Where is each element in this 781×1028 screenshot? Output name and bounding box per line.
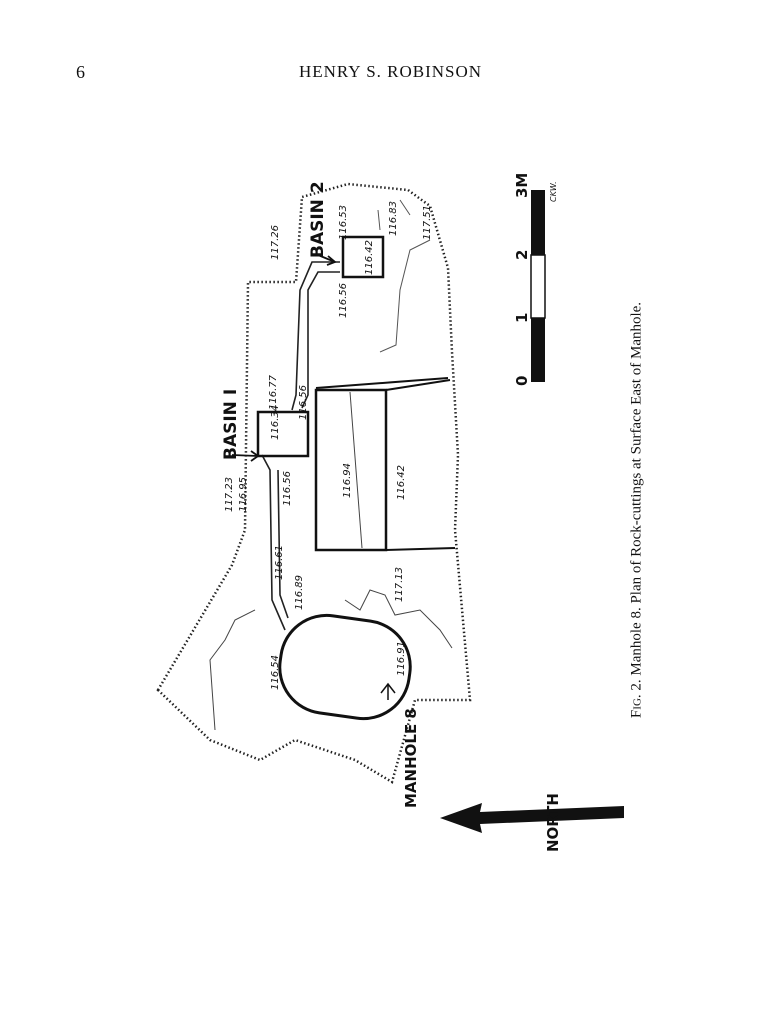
rectangular-cutting — [314, 388, 388, 552]
scale-tick-label: 0 — [513, 376, 531, 386]
elevation-label: 116.94 — [342, 463, 353, 498]
north-label: NORTH — [544, 793, 562, 852]
running-head: HENRY S. ROBINSON — [298, 62, 483, 81]
scale-segment-2-3 — [531, 190, 545, 255]
elevation-label: 116.53 — [338, 205, 349, 240]
basin-1 — [256, 410, 310, 458]
scale-tick-label: 2 — [513, 250, 531, 260]
rock-edge — [377, 199, 431, 353]
elevation-label: 117.23 — [224, 477, 235, 512]
elevation-label: 116.56 — [338, 283, 349, 318]
elevation-label: 116.89 — [294, 575, 305, 610]
drafter-initials: CKW. — [549, 181, 558, 202]
elevation-label: 116.61 — [274, 545, 285, 580]
basin-2 — [341, 235, 385, 279]
scale-segment-0-1 — [531, 318, 545, 382]
scale-segment-1-2 — [530, 254, 546, 319]
label-basin-1: BASIN I — [221, 389, 241, 460]
figure-number: Fig. 2. — [628, 679, 645, 719]
elevation-label: 117.13 — [394, 567, 405, 602]
elevation-label: 116.56 — [282, 471, 293, 506]
rock-cutting-boundary — [156, 182, 472, 784]
channel — [261, 261, 340, 631]
elevation-readings: 117.23 116.95 117.26 117.51 116.53 116.8… — [224, 201, 433, 690]
elevation-label: 117.26 — [270, 225, 281, 260]
scale-tick-label: 3M — [513, 173, 531, 198]
scale-bar: 0 1 2 3M CKW. — [513, 173, 558, 386]
elevation-label: 116.42 — [396, 465, 407, 500]
elevation-label: 116.42 — [364, 240, 375, 275]
caption-text: Manhole 8. Plan of Rock-cuttings at Surf… — [628, 301, 645, 676]
label-manhole: MANHOLE 8 — [402, 708, 420, 808]
figure-caption: Fig. 2. Manhole 8. Plan of Rock-cuttings… — [629, 302, 646, 718]
elevation-label: 116.91 — [396, 641, 407, 676]
label-basin-2: BASIN 2 — [308, 181, 328, 258]
elevation-label: 116.56 — [298, 385, 309, 420]
cutting-divider — [349, 391, 363, 549]
cutting-edge — [315, 377, 456, 551]
north-arrow-shape — [440, 803, 624, 833]
basin2-leader — [317, 254, 337, 266]
elevation-label: 116.95 — [238, 477, 249, 512]
page-number: 6 — [76, 62, 85, 82]
elevation-label: 116.83 — [388, 201, 399, 236]
manhole — [278, 613, 412, 721]
rock-edge — [209, 589, 453, 731]
basin1-leader — [231, 450, 260, 462]
elevation-label: 116.34 — [270, 405, 281, 440]
elevation-label: 116.77 — [268, 374, 279, 410]
manhole-arrow — [380, 682, 396, 700]
elevation-label: 116.54 — [270, 655, 281, 690]
elevation-label: 117.51 — [422, 205, 433, 240]
scale-tick-label: 1 — [513, 313, 531, 323]
north-arrow: NORTH — [440, 793, 624, 852]
